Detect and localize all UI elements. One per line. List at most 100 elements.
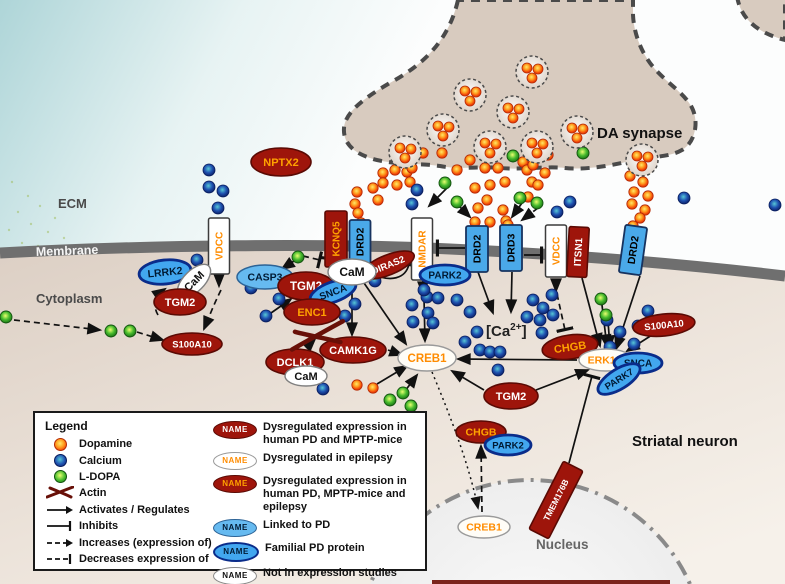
dopamine-molecule [499, 176, 511, 188]
calcium-molecule [550, 205, 564, 219]
legend-category-label: Linked to PD [263, 519, 331, 531]
dopamine-molecule [479, 162, 491, 174]
dopamine-molecule [367, 382, 379, 394]
legend-symbol-row: L-DOPA [45, 469, 213, 485]
edge-dashed_activate-29 [520, 207, 539, 222]
edge-activate-15 [535, 368, 591, 391]
dopamine-molecule [532, 179, 544, 191]
dopamine-vesicle [520, 130, 554, 164]
node-label-nptx2: NPTX2 [263, 157, 298, 169]
node-nptx2: NPTX2 [250, 147, 312, 177]
edge-dashed_activate-35 [475, 443, 488, 513]
edge-activate-2 [510, 202, 525, 219]
node-label-itsn1: ITSN1 [573, 237, 585, 266]
inhibit-icon [45, 520, 75, 532]
node-label-s100a10_b: S100A10 [644, 318, 685, 333]
ldopa-molecule [450, 195, 464, 209]
ldopa-molecule [396, 386, 410, 400]
calcium-molecule [677, 191, 691, 205]
cytoplasm-label: Cytoplasm [36, 291, 102, 306]
legend-category-label: Dysregulated in epilepsy [263, 452, 393, 464]
calcium-molecule [421, 306, 435, 320]
node-label-tgm2_a: TGM2 [165, 297, 196, 309]
calcium-molecule [417, 283, 431, 297]
ldopa-molecule [513, 191, 527, 205]
ldopa-molecule [438, 176, 452, 190]
dopamine-vesicle [473, 130, 507, 164]
legend-symbol-row: Inhibits [45, 518, 213, 534]
node-label-casp3: CASP3 [247, 272, 282, 284]
calcium-molecule [431, 291, 445, 305]
calcium-molecule [259, 309, 273, 323]
legend-category-label: Dysregulated expression in human PD, MPT… [263, 475, 407, 513]
calcium-molecule [272, 292, 286, 306]
edge-activate-18 [363, 282, 408, 346]
node-label-enc1: ENC1 [297, 307, 326, 319]
calcium-molecule [406, 315, 420, 329]
dopamine-molecule [626, 198, 638, 210]
calcium-molecule [627, 337, 641, 351]
legend-category-label: Not in expression studies [263, 567, 397, 579]
edge-activate-7 [505, 271, 518, 315]
legend-category-label: Dysregulated expression in human PD and … [263, 421, 407, 446]
node-label-drd3: DRD3 [506, 234, 518, 263]
calcium-molecule [535, 326, 549, 340]
ldopa-molecule [0, 310, 13, 324]
nucleus-region [367, 478, 693, 584]
calcium-molecule [316, 382, 330, 396]
name-oval-cam: NAME [213, 567, 257, 584]
calcium-molecule [463, 305, 477, 319]
edge-activate-22 [270, 297, 293, 314]
edge-dashed_inhibit-36 [556, 293, 574, 333]
node-label-camk1g: CAMK1G [329, 345, 377, 357]
dopamine-molecule [377, 177, 389, 189]
edge-activate-23 [301, 337, 317, 353]
node-tgm2_a: TGM2 [153, 288, 207, 316]
node-label-creb1_a: CREB1 [408, 353, 448, 365]
node-label-nmdar: NMDAR [418, 230, 429, 268]
node-label-drd2_b: DRD2 [472, 235, 484, 264]
edge-activate-0 [427, 187, 448, 208]
name-oval-epi: NAME [213, 452, 257, 470]
node-creb1_b: CREB1 [457, 515, 511, 539]
ldopa-molecule [530, 196, 544, 210]
legend-symbol-row: Decreases expression of [45, 551, 213, 567]
node-label-vdcc_a: VDCC [215, 232, 226, 260]
node-label-vdcc_b: VDCC [552, 237, 563, 265]
legend-symbol-label: Dopamine [79, 438, 133, 451]
calcium-molecule [202, 180, 216, 194]
bottom-crop-strip [432, 580, 670, 584]
dopamine-molecule [634, 212, 646, 224]
dopamine-molecule [481, 194, 493, 206]
actin-icon [45, 486, 75, 500]
dopamine-molecule [391, 179, 403, 191]
calcium-molecule [546, 308, 560, 322]
calcium-molecule [563, 195, 577, 209]
node-drd2_b: DRD2 [465, 225, 489, 273]
legend-category-label: Familial PD protein [265, 542, 365, 554]
calcium-molecule [426, 316, 440, 330]
dopamine-molecule [539, 167, 551, 179]
ecm-label: ECM [58, 196, 87, 211]
nucleus-label: Nucleus [536, 537, 589, 552]
edge-activate-14 [450, 369, 485, 391]
ldopa-molecule [599, 308, 613, 322]
ldopa-molecule [576, 146, 590, 160]
ldopa-molecule [506, 149, 520, 163]
node-tgm2_c: TGM2 [483, 382, 539, 410]
node-camk1g: CAMK1G [319, 336, 387, 364]
node-creb1_a: CREB1 [397, 344, 457, 372]
ldopa-molecule [383, 393, 397, 407]
vesicles-layer [388, 55, 659, 177]
node-vdcc_b: VDCC [544, 224, 568, 278]
node-label-creb1_b: CREB1 [466, 522, 502, 534]
dopamine-vesicle [426, 113, 460, 147]
ldopa-molecule [123, 324, 137, 338]
calcium-molecule [768, 198, 782, 212]
dopamine-molecule [637, 176, 649, 188]
node-s100a10_b: S100A10 [632, 312, 696, 338]
actin-filament [289, 319, 346, 352]
